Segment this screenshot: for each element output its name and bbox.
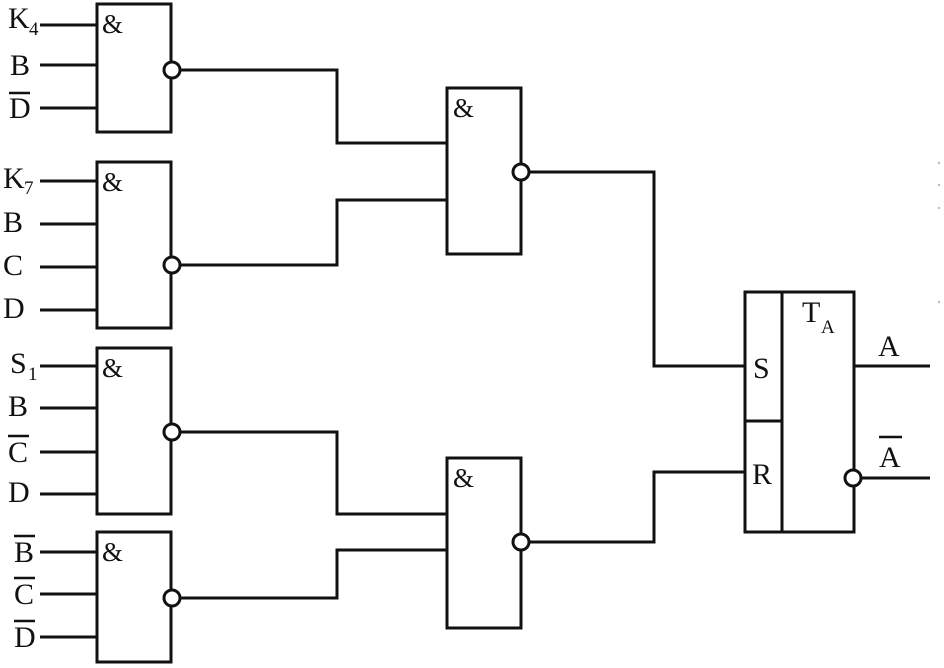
input-label-k4: K 4 (8, 2, 39, 40)
input-label-b: B (8, 390, 28, 423)
input-label-c-bar: C (14, 576, 35, 611)
gate-4-symbol: & (102, 537, 123, 567)
input-label-d: D (3, 292, 25, 325)
input-label-text: C (8, 436, 28, 469)
wire-g6-to-reset (529, 470, 745, 544)
nand-gate-4: & (95, 530, 182, 664)
wire-g4-to-g6 (180, 548, 447, 600)
wire-g3-to-g6 (180, 430, 447, 516)
input-label-text: B (14, 536, 34, 569)
output-label-a: A (878, 330, 900, 363)
input-label-c: C (3, 249, 23, 282)
input-label-subscript: 1 (28, 364, 38, 385)
flipflop-qbar-inversion-bubble (843, 468, 863, 488)
input-label-subscript: 7 (24, 178, 34, 199)
flipflop-name: T (802, 296, 820, 329)
gate-2-symbol: & (102, 167, 123, 197)
gate-6-body (445, 456, 523, 630)
flipflop-set-label: S (753, 352, 770, 385)
wire-g5-to-set (529, 170, 745, 368)
nand-gate-5: & (445, 86, 531, 256)
input-label-s1: S 1 (10, 347, 38, 385)
gate-3-inversion-bubble (162, 422, 182, 442)
nand-gate-6: & (445, 456, 531, 630)
output-label-a-bar: A (879, 435, 902, 474)
input-label-b: B (3, 206, 23, 239)
wire-g1-to-g5 (180, 68, 447, 145)
input-label-text: D (14, 621, 36, 654)
edge-dot (937, 206, 941, 210)
gate-3-symbol: & (102, 353, 123, 383)
edge-dot (937, 161, 941, 165)
input-label-text: K (8, 2, 30, 35)
gate-4-body (95, 530, 173, 664)
nand-gate-2: & (95, 160, 182, 330)
edge-dots (937, 161, 941, 304)
input-label-text: S (10, 347, 27, 380)
rs-flipflop: S R T A (743, 290, 863, 534)
gate-2-inversion-bubble (162, 255, 182, 275)
input-label-d-bar: D (9, 91, 31, 125)
gate-6-inversion-bubble (511, 532, 531, 552)
input-label-d: D (8, 476, 30, 509)
input-label-d-bar: D (14, 619, 36, 654)
gate-2-body (95, 160, 173, 330)
gate-6-symbol: & (453, 463, 474, 493)
gate-1-inversion-bubble (162, 60, 182, 80)
input-label-k7: K 7 (3, 162, 34, 199)
edge-dot (937, 183, 941, 187)
edge-dot (937, 300, 941, 304)
gate-5-body (445, 86, 523, 256)
flipflop-body (743, 290, 856, 534)
input-label-text: K (3, 162, 25, 195)
gate-5-inversion-bubble (511, 162, 531, 182)
nand-gate-3: & (95, 346, 182, 516)
nand-gate-1: & (95, 2, 182, 134)
flipflop-reset-label: R (752, 458, 772, 491)
gate-1-symbol: & (102, 9, 123, 39)
input-label-b: B (10, 49, 30, 82)
input-label-c-bar: C (8, 434, 29, 469)
gate-5-symbol: & (453, 93, 474, 123)
input-label-subscript: 4 (29, 19, 39, 40)
input-label-text: D (9, 92, 31, 125)
output-label-text: A (879, 441, 901, 474)
wire-g2-to-g5 (180, 198, 447, 267)
input-label-b-bar: B (14, 534, 35, 569)
gate-4-inversion-bubble (162, 588, 182, 608)
flipflop-name-subscript: A (821, 317, 835, 338)
gate-1-body (95, 2, 173, 134)
input-label-text: C (14, 578, 34, 611)
